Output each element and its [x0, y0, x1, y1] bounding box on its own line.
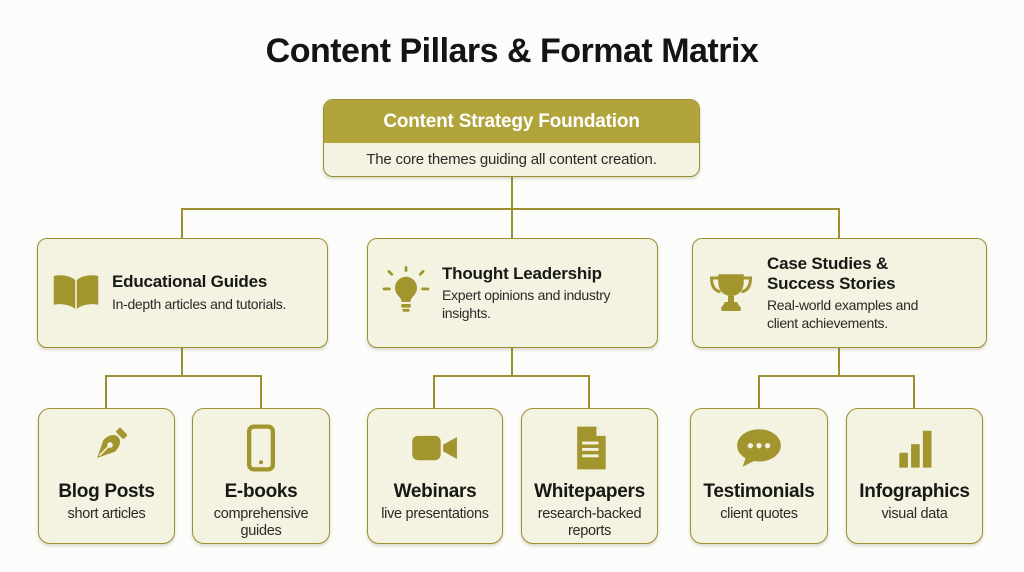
- root-node: Content Strategy Foundation The core the…: [323, 99, 700, 177]
- format-node-webinars: Webinars live presentations: [367, 408, 503, 544]
- connector-line: [260, 375, 262, 409]
- video-camera-icon: [409, 422, 461, 474]
- format-node-ebooks: E-books comprehensive guides: [192, 408, 330, 544]
- format-title: Whitepapers: [534, 481, 645, 502]
- pillar-node-educational-guides: Educational Guides In-depth articles and…: [37, 238, 328, 348]
- connector-line: [181, 208, 840, 210]
- format-node-testimonials: Testimonials client quotes: [690, 408, 828, 544]
- connector-line: [588, 375, 590, 409]
- connector-line: [433, 375, 590, 377]
- pillar-node-thought-leadership: Thought Leadership Expert opinions and i…: [367, 238, 658, 348]
- connector-line: [511, 175, 513, 209]
- format-title: Webinars: [393, 481, 477, 502]
- format-node-blog-posts: Blog Posts short articles: [38, 408, 175, 544]
- speech-bubble-icon: [734, 422, 784, 474]
- format-subtitle: research-backed reports: [537, 506, 642, 539]
- format-subtitle: client quotes: [720, 506, 798, 522]
- pillar-node-case-studies: Case Studies & Success Stories Real-worl…: [692, 238, 987, 348]
- format-title: Blog Posts: [58, 481, 155, 502]
- root-node-title: Content Strategy Foundation: [324, 100, 699, 143]
- trophy-icon: [705, 271, 757, 315]
- connector-line: [181, 208, 183, 239]
- open-book-icon: [50, 273, 102, 313]
- lightbulb-icon: [380, 263, 432, 323]
- format-subtitle: short articles: [67, 506, 146, 522]
- format-subtitle: visual data: [881, 506, 948, 522]
- format-node-whitepapers: Whitepapers research-backed reports: [521, 408, 658, 544]
- connector-line: [758, 375, 915, 377]
- connector-line: [511, 346, 513, 377]
- tablet-icon: [242, 422, 280, 474]
- connector-line: [913, 375, 915, 409]
- format-title: Testimonials: [703, 481, 815, 502]
- pillar-subtitle: Real-world examples and client achieveme…: [767, 297, 919, 331]
- pillar-title: Educational Guides: [112, 272, 268, 292]
- root-node-subtitle: The core themes guiding all content crea…: [366, 150, 657, 168]
- connector-line: [105, 375, 262, 377]
- format-title: Infographics: [859, 481, 970, 502]
- format-node-infographics: Infographics visual data: [846, 408, 983, 544]
- connector-line: [838, 346, 840, 377]
- connector-line: [181, 346, 183, 377]
- format-title: E-books: [224, 481, 298, 502]
- format-subtitle: comprehensive guides: [213, 506, 309, 539]
- connector-line: [838, 208, 840, 239]
- connector-line: [105, 375, 107, 409]
- bar-chart-icon: [893, 422, 937, 474]
- diagram-title: Content Pillars & Format Matrix: [265, 32, 759, 70]
- document-icon: [570, 422, 610, 474]
- pillar-title: Case Studies & Success Stories: [767, 253, 896, 293]
- pen-nib-icon: [82, 422, 132, 474]
- pillar-title: Thought Leadership: [442, 263, 602, 283]
- pillar-subtitle: Expert opinions and industry insights.: [442, 287, 611, 321]
- connector-line: [511, 208, 513, 239]
- connector-line: [758, 375, 760, 409]
- format-subtitle: live presentations: [381, 506, 489, 522]
- connector-line: [433, 375, 435, 409]
- pillar-subtitle: In-depth articles and tutorials.: [112, 296, 287, 313]
